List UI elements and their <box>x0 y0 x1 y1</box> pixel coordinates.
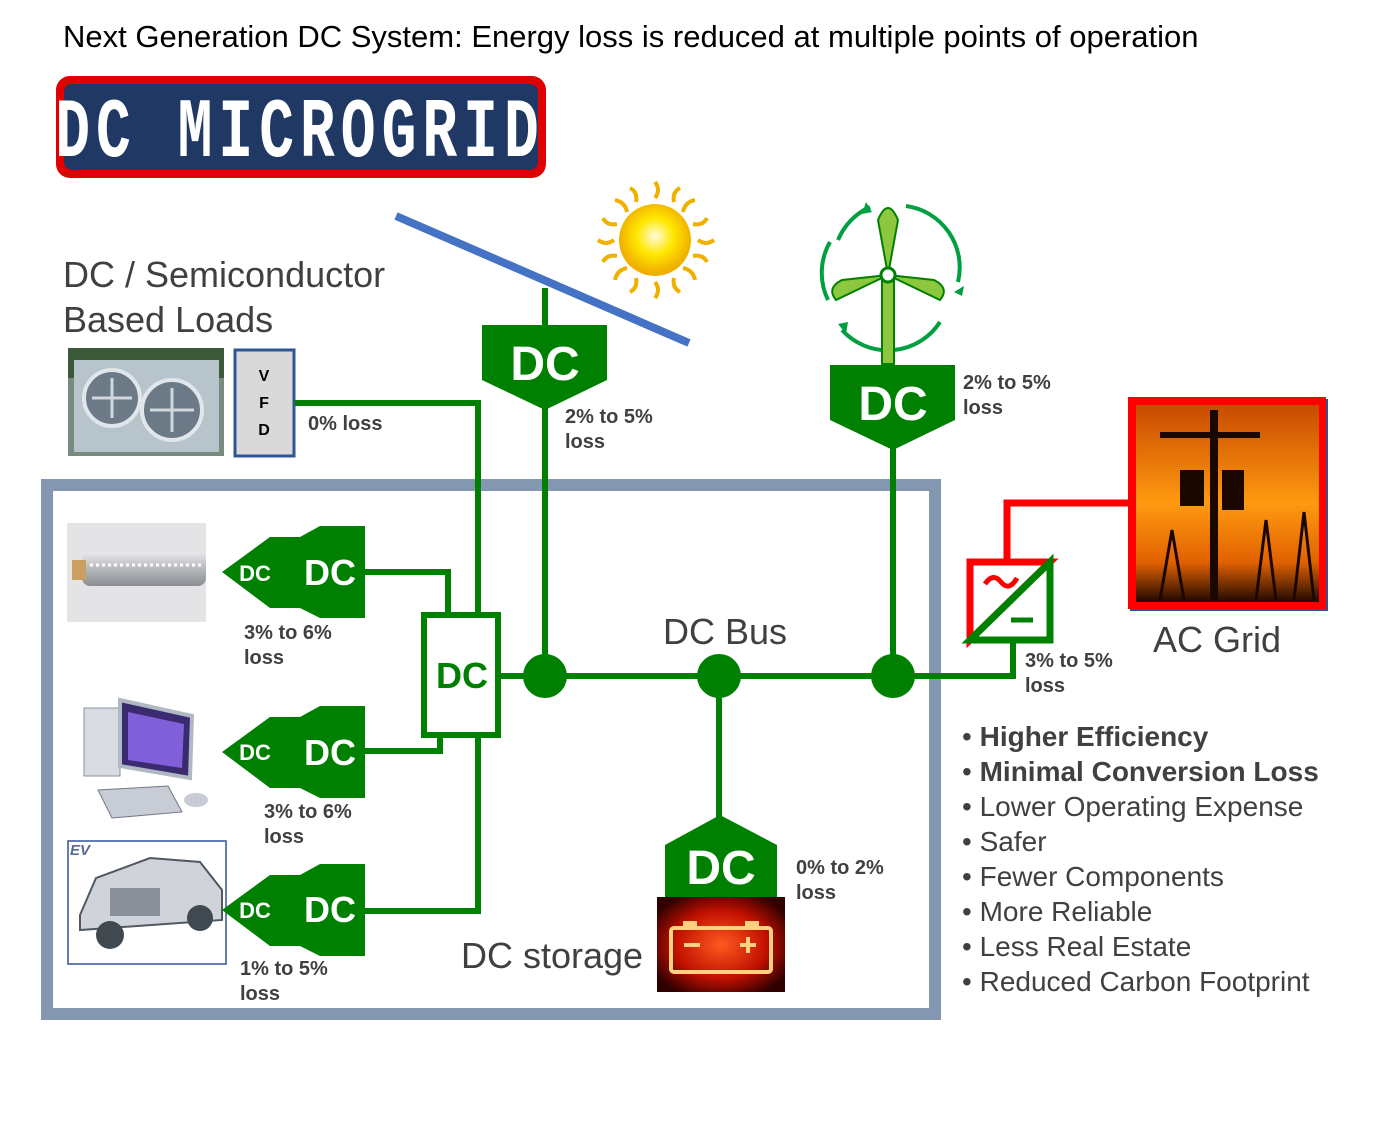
solar-converter-label: DC <box>510 338 579 391</box>
ev-image: EV <box>67 840 227 965</box>
benefit-text: Minimal Conversion Loss <box>980 756 1319 787</box>
wind-loss-line1: 2% to 5% <box>963 372 1051 394</box>
computer-converter-small-label: DC <box>239 740 271 765</box>
lighting-dc-converter: DC DC <box>222 526 365 618</box>
hvac-fan-image <box>68 348 224 456</box>
battery-icon <box>657 897 785 992</box>
dc-microgrid-banner: DC MICROGRID <box>55 76 546 182</box>
lighting-loss-line1: 3% to 6% <box>244 622 332 644</box>
computer-image <box>83 697 208 819</box>
wind-converter-label: DC <box>858 378 927 431</box>
ev-converter-large-label: DC <box>304 889 356 930</box>
computer-dc-converter: DC DC <box>222 706 365 798</box>
microgrid-boundary <box>41 479 941 1020</box>
banner-text: DC MICROGRID <box>55 86 545 181</box>
loads-heading-line2: Based Loads <box>63 299 273 340</box>
ev-converter-small-label: DC <box>239 898 271 923</box>
ac-grid-image <box>1128 397 1328 611</box>
grid-loss-line2: loss <box>1025 675 1065 697</box>
benefit-text: Fewer Components <box>980 861 1224 892</box>
wind-turbine-icon <box>819 202 964 365</box>
computer-loss-line2: loss <box>264 826 304 848</box>
ev-dc-converter: DC DC <box>222 864 365 956</box>
benefit-item: • Higher Efficiency <box>962 721 1209 752</box>
lighting-loss-line2: loss <box>244 647 284 669</box>
benefit-item: • Lower Operating Expense <box>962 791 1303 822</box>
benefit-item: • More Reliable <box>962 896 1152 927</box>
storage-converter-label: DC <box>686 842 755 895</box>
benefit-text: Lower Operating Expense <box>980 791 1304 822</box>
sun-icon <box>596 180 716 300</box>
solar-loss-line1: 2% to 5% <box>565 406 653 428</box>
benefit-text: More Reliable <box>980 896 1153 927</box>
wind-dc-converter: DC <box>830 365 955 450</box>
vfd-letter-f: F <box>259 395 269 412</box>
vfd-loss-label: 0% loss <box>308 413 382 435</box>
dc-wiring <box>295 288 1130 914</box>
bus-node-solar <box>523 654 567 698</box>
benefit-item: • Fewer Components <box>962 861 1224 892</box>
bullet-icon: • <box>962 931 980 962</box>
bullet-icon: • <box>962 756 980 787</box>
dc-bus-label: DC Bus <box>663 611 787 652</box>
benefit-item: • Minimal Conversion Loss <box>962 756 1319 787</box>
ac-dc-inverter-icon <box>961 553 1059 649</box>
led-tube-image <box>67 523 206 622</box>
computer-converter-large-label: DC <box>304 732 356 773</box>
bus-node-wind <box>871 654 915 698</box>
storage-dc-converter: DC <box>665 815 777 898</box>
benefit-text: Reduced Carbon Footprint <box>980 966 1310 997</box>
solar-loss-line2: loss <box>565 431 605 453</box>
storage-loss-line1: 0% to 2% <box>796 857 884 879</box>
ev-loss-line2: loss <box>240 983 280 1005</box>
lighting-converter-small-label: DC <box>239 561 271 586</box>
vfd-box: V F D <box>233 348 296 458</box>
bullet-icon: • <box>962 791 980 822</box>
vfd-letter-v: V <box>259 368 270 385</box>
bullet-icon: • <box>962 896 980 927</box>
ev-loss-line1: 1% to 5% <box>240 958 328 980</box>
benefit-text: Safer <box>980 826 1047 857</box>
ac-grid-label: AC Grid <box>1153 619 1281 660</box>
storage-loss-line2: loss <box>796 882 836 904</box>
page-title: Next Generation DC System: Energy loss i… <box>63 19 1199 54</box>
solar-dc-converter: DC <box>482 325 607 410</box>
dc-storage-label: DC storage <box>461 935 643 976</box>
loads-heading-line1: DC / Semiconductor <box>63 254 385 295</box>
bullet-icon: • <box>962 861 980 892</box>
benefit-item: • Safer <box>962 826 1047 857</box>
solar-panel-icon <box>394 212 691 347</box>
ev-badge: EV <box>70 842 92 859</box>
load-dc-distribution-box: DC <box>421 612 501 738</box>
grid-loss-line1: 3% to 5% <box>1025 650 1113 672</box>
bullet-icon: • <box>962 826 980 857</box>
vfd-letter-d: D <box>258 422 270 439</box>
bus-node-storage <box>697 654 741 698</box>
benefit-item: • Less Real Estate <box>962 931 1191 962</box>
benefit-item: • Reduced Carbon Footprint <box>962 966 1310 997</box>
lighting-converter-large-label: DC <box>304 552 356 593</box>
computer-loss-line1: 3% to 6% <box>264 801 352 823</box>
distribution-box-label: DC <box>436 655 488 696</box>
benefit-text: Less Real Estate <box>980 931 1192 962</box>
bullet-icon: • <box>962 721 980 752</box>
bullet-icon: • <box>962 966 980 997</box>
benefits-list: • Higher Efficiency• Minimal Conversion … <box>962 721 1319 997</box>
benefit-text: Higher Efficiency <box>980 721 1209 752</box>
wind-loss-line2: loss <box>963 397 1003 419</box>
